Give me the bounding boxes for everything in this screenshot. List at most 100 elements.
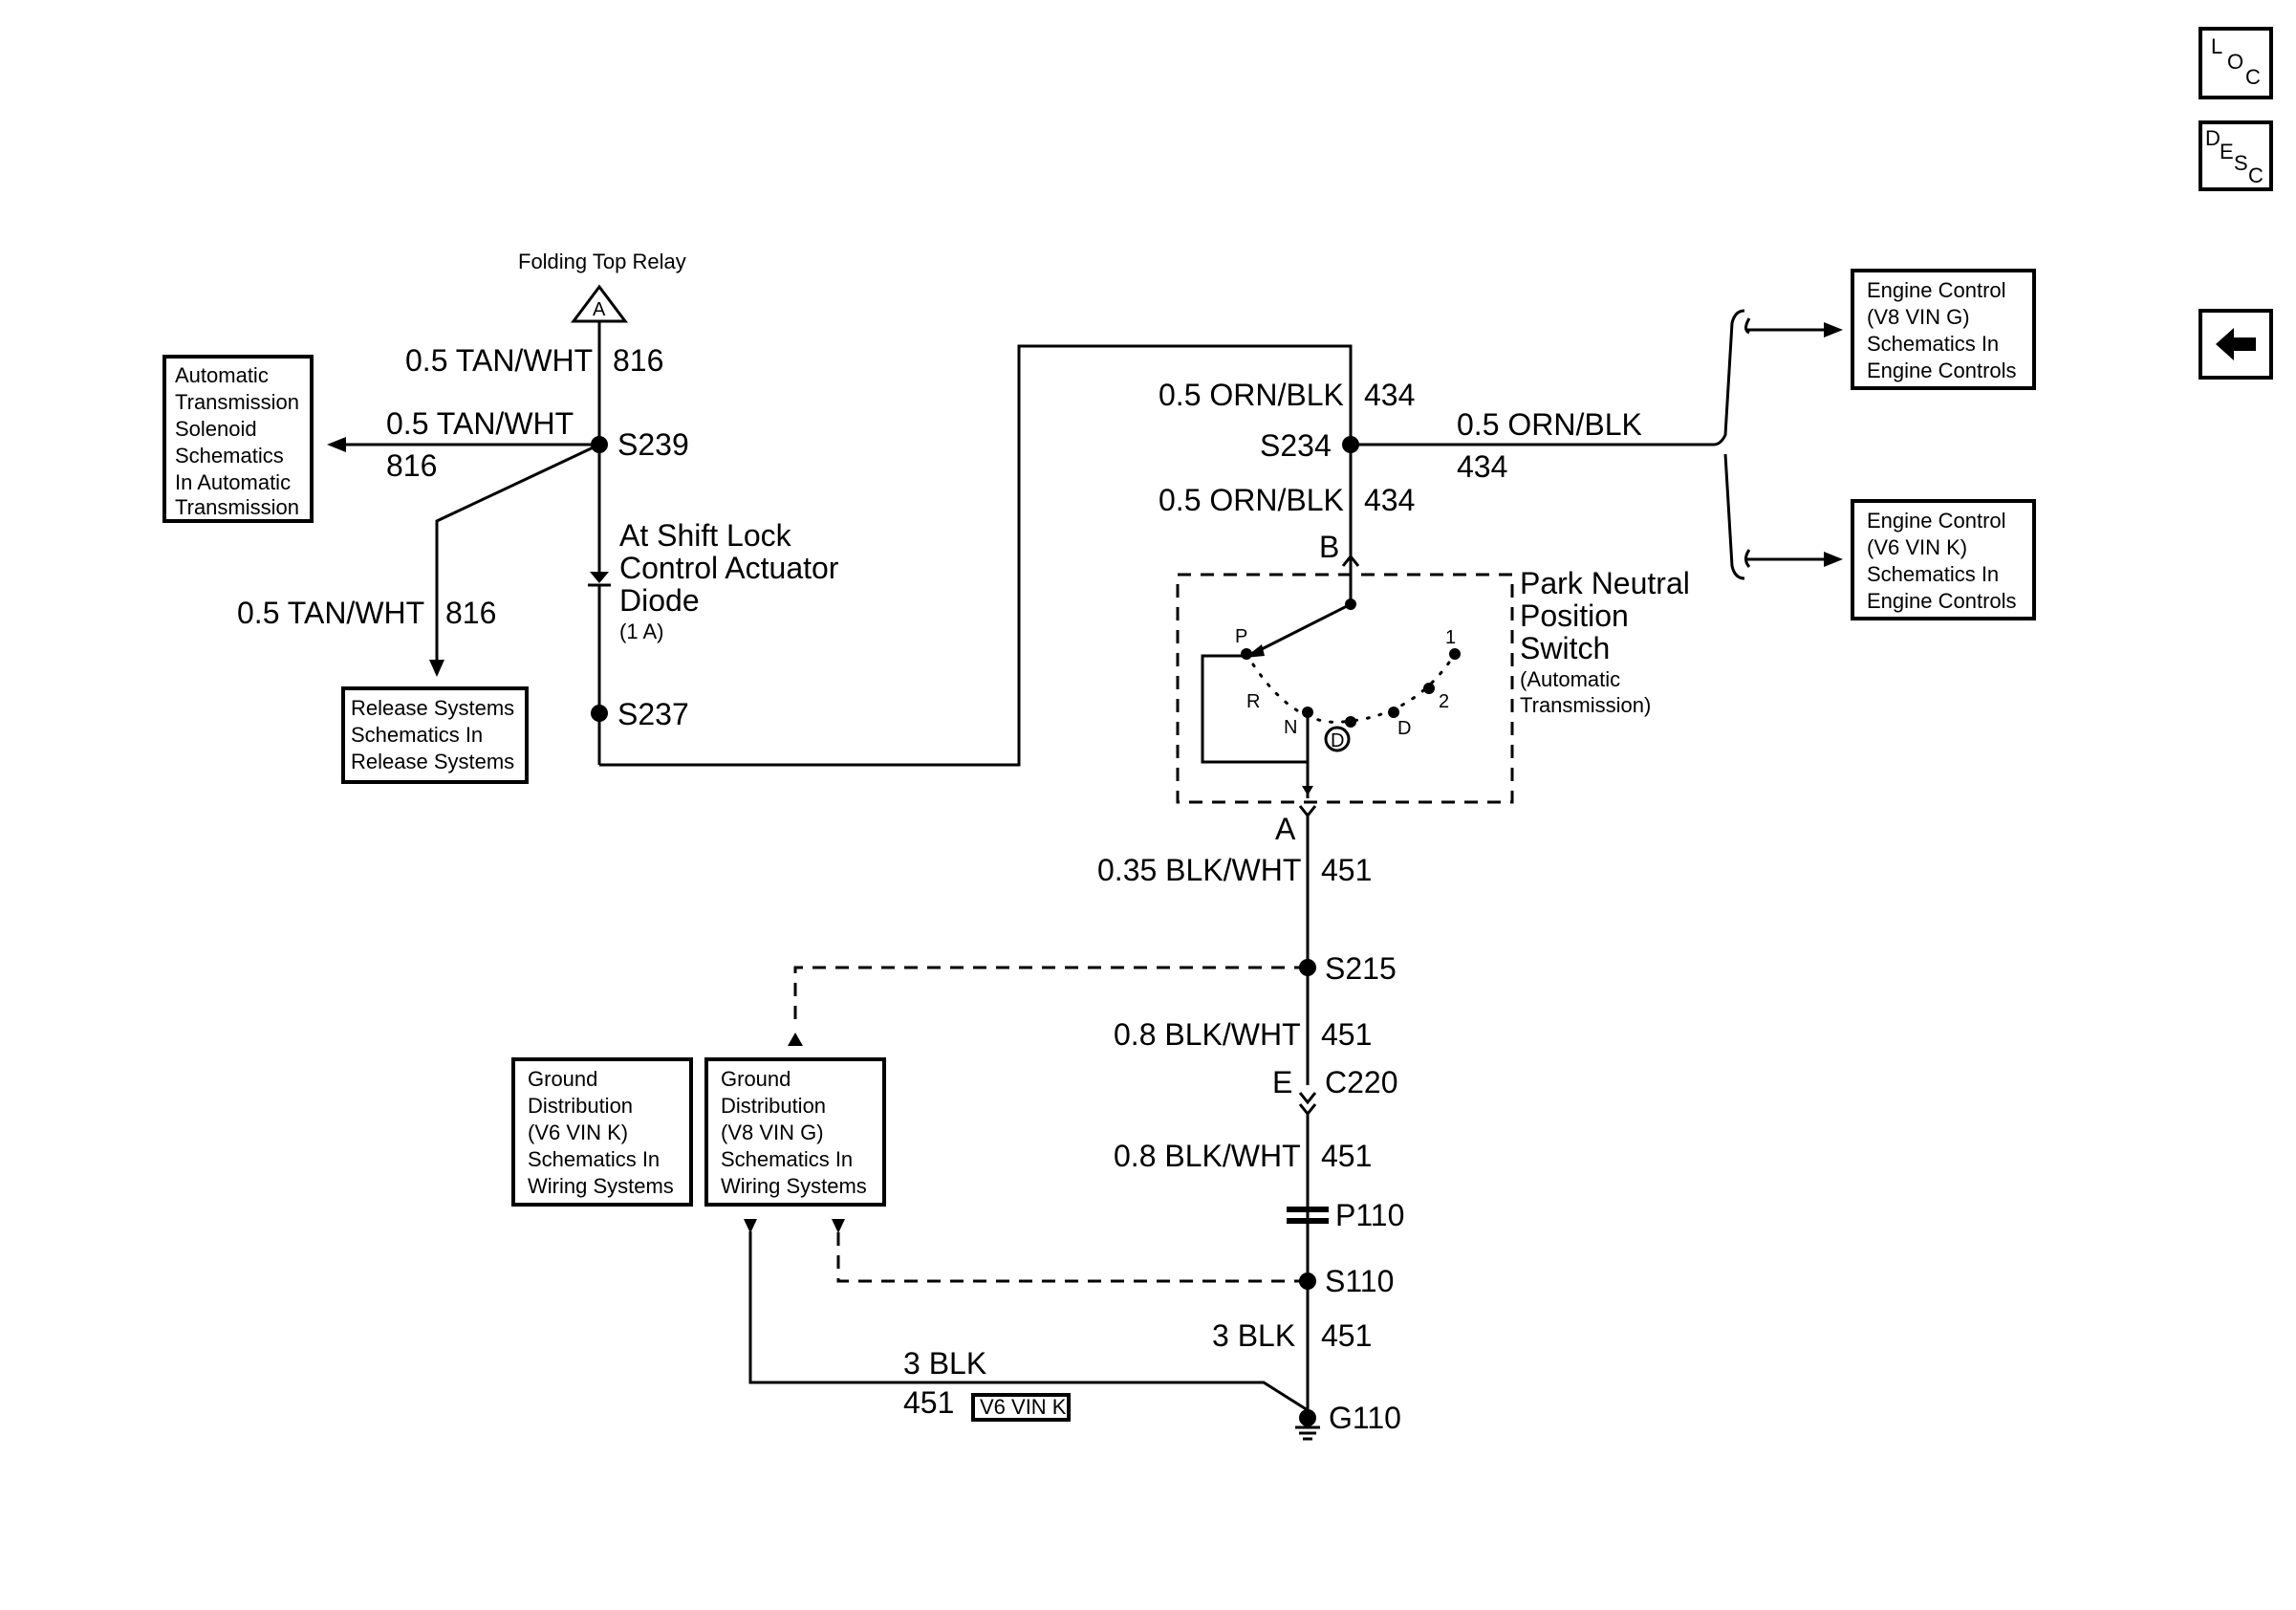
svg-text:Transmission: Transmission bbox=[175, 390, 299, 414]
svg-text:Solenoid: Solenoid bbox=[175, 417, 257, 441]
engine-control-v6-box[interactable]: Engine Control (V6 VIN K) Schematics In … bbox=[1851, 499, 2036, 620]
svg-text:E: E bbox=[2220, 140, 2234, 163]
svg-text:816: 816 bbox=[445, 596, 496, 630]
svg-text:451: 451 bbox=[903, 1385, 954, 1420]
svg-text:3 BLK: 3 BLK bbox=[1212, 1318, 1295, 1353]
back-button[interactable] bbox=[2199, 309, 2273, 380]
svg-text:(V8 VIN G): (V8 VIN G) bbox=[721, 1120, 824, 1144]
left-arrow-icon bbox=[2216, 328, 2256, 360]
connector-c220: E C220 bbox=[1272, 1065, 1398, 1117]
svg-text:A: A bbox=[1275, 812, 1296, 846]
svg-text:451: 451 bbox=[1321, 853, 1372, 887]
connector-pnp-b: B bbox=[1319, 530, 1360, 567]
svg-text:816: 816 bbox=[613, 343, 663, 378]
option-tag-v6-vin-k: V6 VIN K bbox=[971, 1393, 1071, 1422]
auto-trans-solenoid-box[interactable]: Automatic Transmission Solenoid Schemati… bbox=[162, 355, 314, 523]
ground-distribution-v8-box[interactable]: Ground Distribution (V8 VIN G) Schematic… bbox=[704, 1057, 886, 1207]
splice-s237: S237 bbox=[591, 697, 689, 731]
desc-button[interactable]: D E S C bbox=[2199, 120, 2273, 191]
park-neutral-position-switch: P R N D D 2 1 Park Neutral Position Swit… bbox=[1176, 562, 1690, 804]
svg-text:Schematics: Schematics bbox=[175, 444, 284, 468]
svg-text:Transmission): Transmission) bbox=[1520, 693, 1651, 717]
svg-text:451: 451 bbox=[1321, 1139, 1372, 1173]
svg-text:Ground: Ground bbox=[721, 1067, 791, 1091]
svg-text:Park Neutral: Park Neutral bbox=[1520, 566, 1690, 600]
svg-text:(V6 VIN K): (V6 VIN K) bbox=[528, 1120, 628, 1144]
folding-top-relay: Folding Top Relay A bbox=[518, 250, 686, 323]
svg-text:2: 2 bbox=[1439, 691, 1449, 712]
svg-text:0.8 BLK/WHT: 0.8 BLK/WHT bbox=[1114, 1017, 1301, 1052]
svg-text:Schematics In: Schematics In bbox=[351, 723, 483, 747]
svg-text:434: 434 bbox=[1364, 483, 1415, 517]
svg-text:Diode: Diode bbox=[619, 583, 700, 618]
svg-text:(V8 VIN G): (V8 VIN G) bbox=[1867, 305, 1970, 329]
svg-text:0.5 TAN/WHT: 0.5 TAN/WHT bbox=[237, 596, 424, 630]
svg-text:Schematics In: Schematics In bbox=[1867, 332, 1999, 356]
svg-text:434: 434 bbox=[1457, 449, 1507, 484]
svg-text:B: B bbox=[1319, 530, 1339, 564]
svg-text:D: D bbox=[1331, 730, 1344, 751]
svg-text:E: E bbox=[1272, 1065, 1292, 1099]
splice-s215: S215 bbox=[1299, 951, 1397, 986]
svg-text:434: 434 bbox=[1364, 378, 1415, 412]
svg-text:In Automatic: In Automatic bbox=[175, 470, 291, 494]
svg-text:G110: G110 bbox=[1329, 1401, 1401, 1435]
svg-text:At Shift Lock: At Shift Lock bbox=[619, 518, 792, 553]
svg-text:Distribution: Distribution bbox=[721, 1094, 826, 1118]
svg-text:816: 816 bbox=[386, 448, 437, 483]
shift-lock-diode: At Shift Lock Control Actuator Diode (1 … bbox=[588, 518, 839, 643]
svg-text:Ground: Ground bbox=[528, 1067, 597, 1091]
svg-text:Wiring Systems: Wiring Systems bbox=[528, 1174, 674, 1198]
svg-text:0.5 TAN/WHT: 0.5 TAN/WHT bbox=[386, 406, 574, 441]
svg-text:1: 1 bbox=[1445, 627, 1456, 648]
svg-text:Automatic: Automatic bbox=[175, 363, 269, 387]
svg-text:Engine Control: Engine Control bbox=[1867, 278, 2006, 302]
svg-text:C220: C220 bbox=[1325, 1065, 1398, 1099]
svg-text:Transmission: Transmission bbox=[175, 495, 299, 519]
svg-text:D: D bbox=[1397, 718, 1411, 739]
svg-text:N: N bbox=[1284, 717, 1297, 738]
svg-text:S110: S110 bbox=[1325, 1264, 1394, 1298]
svg-text:R: R bbox=[1246, 691, 1260, 712]
svg-text:Switch: Switch bbox=[1520, 631, 1610, 665]
connector-p110: P110 bbox=[1287, 1198, 1404, 1232]
svg-text:(Automatic: (Automatic bbox=[1520, 667, 1620, 691]
svg-text:Schematics In: Schematics In bbox=[721, 1147, 853, 1171]
svg-text:0.5 ORN/BLK: 0.5 ORN/BLK bbox=[1159, 483, 1344, 517]
svg-text:Wiring Systems: Wiring Systems bbox=[721, 1174, 867, 1198]
connector-pnp-a: A bbox=[1275, 805, 1317, 846]
svg-text:Folding Top Relay: Folding Top Relay bbox=[518, 250, 686, 273]
svg-text:Distribution: Distribution bbox=[528, 1094, 633, 1118]
svg-text:C: C bbox=[2248, 163, 2264, 187]
ground-g110: G110 bbox=[1295, 1401, 1401, 1441]
ground-distribution-v6-box[interactable]: Ground Distribution (V6 VIN K) Schematic… bbox=[511, 1057, 693, 1207]
svg-text:Engine Control: Engine Control bbox=[1867, 509, 2006, 533]
svg-text:D: D bbox=[2205, 126, 2220, 150]
splice-s110: S110 bbox=[1299, 1264, 1394, 1298]
svg-text:S: S bbox=[2234, 151, 2248, 175]
svg-text:S239: S239 bbox=[617, 427, 689, 462]
svg-text:S234: S234 bbox=[1260, 428, 1332, 463]
svg-text:Schematics In: Schematics In bbox=[528, 1147, 660, 1171]
svg-text:Position: Position bbox=[1520, 598, 1629, 633]
svg-text:Control Actuator: Control Actuator bbox=[619, 551, 839, 585]
engine-control-v8-box[interactable]: Engine Control (V8 VIN G) Schematics In … bbox=[1851, 269, 2036, 390]
svg-text:Engine Controls: Engine Controls bbox=[1867, 359, 2017, 382]
svg-text:0.35 BLK/WHT: 0.35 BLK/WHT bbox=[1097, 853, 1301, 887]
svg-text:S215: S215 bbox=[1325, 951, 1397, 986]
svg-text:0.5 ORN/BLK: 0.5 ORN/BLK bbox=[1457, 407, 1642, 442]
loc-button[interactable]: L O C bbox=[2199, 27, 2273, 99]
svg-text:Release Systems: Release Systems bbox=[351, 750, 514, 773]
svg-text:0.5 ORN/BLK: 0.5 ORN/BLK bbox=[1159, 378, 1344, 412]
svg-text:(V6 VIN K): (V6 VIN K) bbox=[1867, 535, 1967, 559]
svg-text:P110: P110 bbox=[1335, 1198, 1404, 1232]
engine-branch-brace bbox=[1713, 309, 1843, 580]
svg-text:L: L bbox=[2211, 34, 2222, 58]
svg-text:A: A bbox=[593, 299, 606, 320]
svg-text:(1 A): (1 A) bbox=[619, 620, 663, 643]
svg-text:V6 VIN K: V6 VIN K bbox=[980, 1395, 1067, 1419]
svg-text:Engine Controls: Engine Controls bbox=[1867, 589, 2017, 613]
splice-s234: S234 bbox=[1260, 428, 1359, 463]
release-systems-box[interactable]: Release Systems Schematics In Release Sy… bbox=[341, 686, 529, 784]
